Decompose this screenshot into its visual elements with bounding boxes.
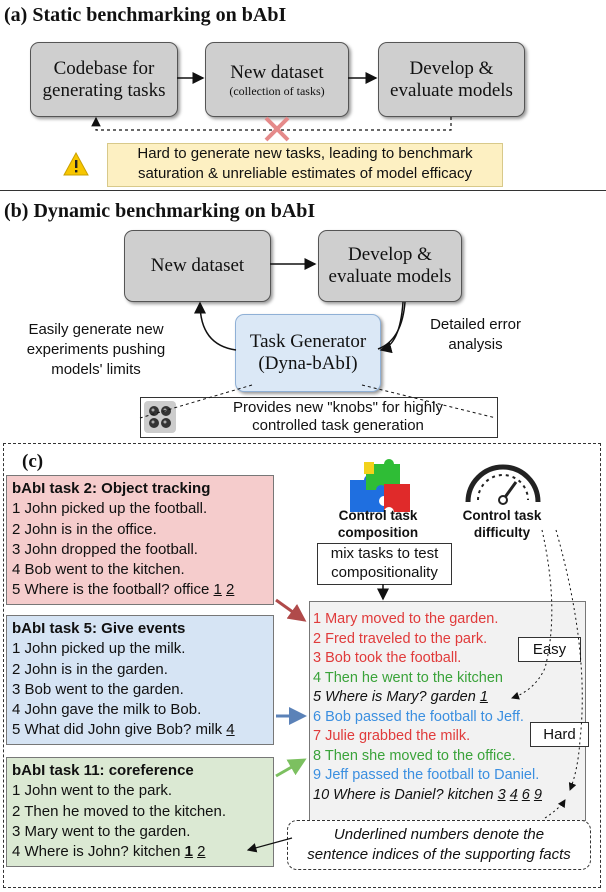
composed-line-6: 6 Bob passed the football to Jeff. bbox=[313, 709, 524, 725]
warning-line-2: saturation & unreliable estimates of mod… bbox=[137, 165, 473, 182]
task5-support-1: 4 bbox=[226, 721, 235, 739]
task2-title: bAbI task 2: Object tracking bbox=[12, 480, 211, 497]
gauge-icon bbox=[462, 456, 544, 506]
task5-line-2: 2 John is in the garden. bbox=[12, 660, 168, 678]
section-c-label: (c) bbox=[22, 451, 44, 472]
section-c-frame bbox=[3, 443, 601, 888]
composed-q10-support-3: 6 bbox=[521, 787, 530, 803]
divider-a bbox=[0, 190, 606, 191]
dataset-box-a: New dataset (collection of tasks) bbox=[205, 42, 349, 117]
left-note: Easily generate new experiments pushing … bbox=[26, 321, 166, 378]
composed-task-box: 1 Mary moved to the garden. 2 Fred trave… bbox=[309, 601, 586, 821]
generator-line-2: (Dyna-bAbI) bbox=[258, 353, 358, 374]
task11-line-3: 3 Mary went to the garden. bbox=[12, 822, 191, 840]
task5-line-4: 4 John gave the milk to Bob. bbox=[12, 701, 202, 719]
task2-question: 5 Where is the football? office bbox=[12, 581, 210, 599]
cross-icon bbox=[264, 116, 290, 142]
task11-support-1: 1 bbox=[184, 843, 193, 861]
warning-line-1: Hard to generate new tasks, leading to b… bbox=[137, 145, 473, 162]
develop-label-a: Develop & evaluate models bbox=[390, 57, 513, 101]
task11-line-1: 1 John went to the park. bbox=[12, 782, 173, 800]
hard-label: Hard bbox=[530, 722, 589, 747]
easy-label: Easy bbox=[518, 637, 581, 662]
composed-line-2: 2 Fred traveled to the park. bbox=[313, 631, 488, 647]
puzzle-icon bbox=[344, 458, 416, 514]
knobs-line-2: controlled task generation bbox=[252, 417, 424, 434]
composed-line-9: 9 Jeff passed the football to Daniel. bbox=[313, 767, 540, 783]
composed-line-5: 5 Where is Mary? garden bbox=[313, 689, 476, 705]
task5-question: 5 What did John give Bob? milk bbox=[12, 721, 223, 739]
develop-box-b: Develop & evaluate models bbox=[318, 230, 462, 302]
footnote-line-1: Underlined numbers denote the bbox=[333, 826, 545, 843]
develop-box-a: Develop & evaluate models bbox=[378, 42, 525, 117]
task11-line-2: 2 Then he moved to the kitchen. bbox=[12, 802, 227, 820]
composed-q10-support-4: 9 bbox=[533, 787, 542, 803]
task5-title: bAbI task 5: Give events bbox=[12, 620, 186, 637]
mix-note: mix tasks to test compositionality bbox=[317, 543, 452, 585]
task2-line-2: 2 John is in the office. bbox=[12, 520, 157, 538]
codebase-box: Codebase for generating tasks bbox=[30, 42, 178, 117]
dataset-label-b: New dataset bbox=[150, 255, 245, 276]
right-note: Detailed error analysis bbox=[430, 316, 521, 353]
task11-support-2: 2 bbox=[197, 843, 206, 861]
composed-line-10: 10 Where is Daniel? kitchen bbox=[313, 787, 494, 803]
composed-q10-support-1: 3 bbox=[497, 787, 506, 803]
dataset-label-a: New dataset bbox=[230, 61, 324, 83]
task11-question: 4 Where is John? kitchen bbox=[12, 843, 181, 861]
footnote-box: Underlined numbers denote the sentence i… bbox=[287, 820, 591, 870]
knobs-icon bbox=[144, 401, 176, 433]
task2-box: bAbI task 2: Object tracking 1 John pick… bbox=[6, 475, 274, 605]
task2-line-3: 3 John dropped the football. bbox=[12, 540, 198, 558]
warning-icon bbox=[63, 151, 89, 176]
composed-line-8: 8 Then she moved to the office. bbox=[313, 748, 516, 764]
task2-line-1: 1 John picked up the football. bbox=[12, 500, 208, 518]
task2-support-2: 2 bbox=[226, 581, 235, 599]
task5-box: bAbI task 5: Give events 1 John picked u… bbox=[6, 615, 274, 745]
footnote-line-2: sentence indices of the supporting facts bbox=[307, 846, 571, 863]
section-a-title: (a) Static benchmarking on bAbI bbox=[4, 4, 287, 26]
task2-support-1: 1 bbox=[213, 581, 222, 599]
task11-box: bAbI task 11: coreference 1 John went to… bbox=[6, 757, 274, 867]
generator-line-1: Task Generator bbox=[249, 331, 367, 352]
task11-title: bAbI task 11: coreference bbox=[12, 762, 194, 779]
composed-line-7: 7 Julie grabbed the milk. bbox=[313, 728, 471, 744]
composed-q10-support-2: 4 bbox=[509, 787, 518, 803]
task2-line-4: 4 Bob went to the kitchen. bbox=[12, 561, 185, 579]
dataset-box-b: New dataset bbox=[124, 230, 271, 302]
task-generator-box: Task Generator (Dyna-bAbI) bbox=[235, 314, 381, 392]
task5-line-1: 1 John picked up the milk. bbox=[12, 640, 186, 658]
knobs-line-1: Provides new "knobs" for highly bbox=[233, 399, 443, 416]
develop-label-b: Develop & evaluate models bbox=[328, 244, 452, 287]
warning-box: Hard to generate new tasks, leading to b… bbox=[107, 143, 503, 187]
composed-line-4: 4 Then he went to the kitchen bbox=[313, 670, 503, 686]
dataset-sublabel-a: (collection of tasks) bbox=[229, 83, 325, 98]
section-b-title: (b) Dynamic benchmarking on bAbI bbox=[4, 200, 316, 222]
control-difficulty-label: Control task difficulty bbox=[462, 508, 542, 540]
control-composition-label: Control task composition bbox=[337, 508, 419, 540]
composed-line-1: 1 Mary moved to the garden. bbox=[313, 611, 499, 627]
composed-line-3: 3 Bob took the football. bbox=[313, 650, 462, 666]
composed-q5-support-1: 1 bbox=[479, 689, 488, 705]
codebase-label: Codebase for generating tasks bbox=[42, 57, 166, 101]
task5-line-3: 3 Bob went to the garden. bbox=[12, 680, 184, 698]
